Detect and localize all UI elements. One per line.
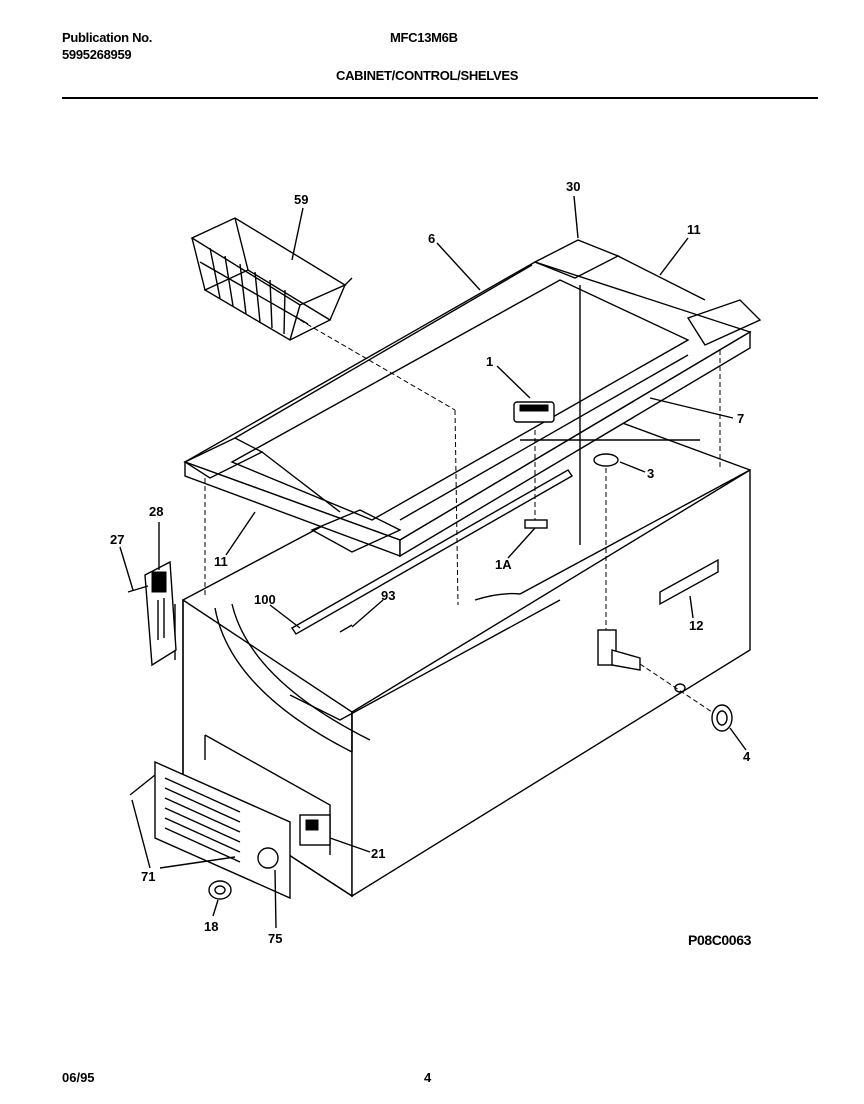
front-grille bbox=[129, 760, 291, 900]
light-switch bbox=[299, 814, 331, 846]
model-number: MFC13M6B bbox=[390, 30, 458, 45]
storage-basket bbox=[190, 217, 353, 341]
diagram-reference-code: P08C0063 bbox=[688, 932, 751, 948]
callout-1a: 1A bbox=[495, 557, 512, 572]
callout-11-top: 11 bbox=[687, 222, 701, 237]
callout-100: 100 bbox=[254, 592, 276, 607]
callout-21: 21 bbox=[371, 846, 385, 861]
callout-93: 93 bbox=[381, 588, 395, 603]
rating-label bbox=[659, 558, 719, 606]
heater-strip bbox=[291, 469, 573, 635]
callout-11-left: 11 bbox=[214, 554, 228, 569]
callout-71: 71 bbox=[141, 869, 155, 884]
callout-18: 18 bbox=[204, 919, 218, 934]
callout-6: 6 bbox=[428, 231, 435, 246]
footer-date: 06/95 bbox=[62, 1070, 95, 1085]
callout-59: 59 bbox=[294, 192, 308, 207]
lid-hinge bbox=[127, 560, 177, 667]
header-rule bbox=[62, 97, 818, 99]
leader-lines bbox=[119, 195, 747, 929]
publication-label: Publication No. bbox=[62, 30, 153, 45]
callout-27: 27 bbox=[110, 532, 124, 547]
callout-4: 4 bbox=[743, 749, 751, 764]
callout-1: 1 bbox=[486, 354, 493, 369]
callout-28: 28 bbox=[149, 504, 163, 519]
callout-75: 75 bbox=[268, 931, 282, 946]
callout-3: 3 bbox=[647, 466, 654, 481]
page-number: 4 bbox=[424, 1070, 432, 1085]
callout-7: 7 bbox=[737, 411, 744, 426]
drain-assembly bbox=[593, 453, 733, 732]
callout-labels: 59 6 30 11 1 7 3 28 27 11 1A 100 93 12 4… bbox=[110, 179, 751, 946]
frame-assembly bbox=[183, 239, 762, 558]
callout-30: 30 bbox=[566, 179, 580, 194]
callout-12: 12 bbox=[689, 618, 703, 633]
publication-number: 5995268959 bbox=[62, 47, 132, 62]
thermostat-control bbox=[513, 401, 555, 529]
section-title: CABINET/CONTROL/SHELVES bbox=[336, 68, 519, 83]
